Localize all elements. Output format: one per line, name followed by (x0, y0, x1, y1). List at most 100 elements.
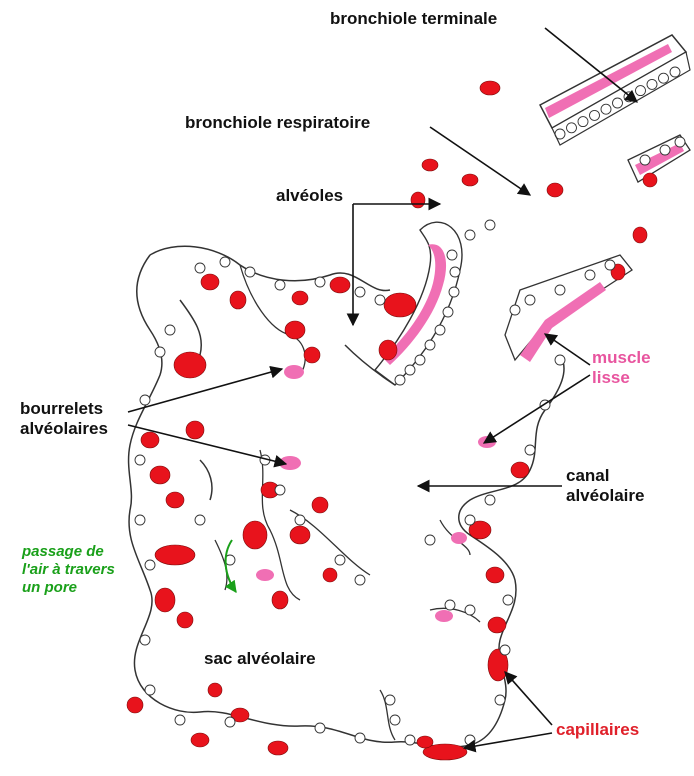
cell (355, 575, 365, 585)
capillary (177, 612, 193, 628)
capillary (480, 81, 500, 95)
cell (465, 515, 475, 525)
capillary (174, 352, 206, 378)
muscle-patch (284, 365, 304, 379)
cell (585, 270, 595, 280)
cell (245, 267, 255, 277)
label-sac-alveolaire: sac alvéolaire (204, 649, 316, 669)
cell (135, 515, 145, 525)
cell (140, 635, 150, 645)
muscle-patch (256, 569, 274, 581)
capillary (547, 183, 563, 197)
cell (155, 347, 165, 357)
label-bronchiole-respiratoire: bronchiole respiratoire (185, 113, 370, 133)
cell (145, 685, 155, 695)
capillary (330, 277, 350, 293)
cell (640, 155, 650, 165)
cell (525, 445, 535, 455)
capillary (230, 291, 246, 309)
capillary (312, 497, 328, 513)
cell (555, 355, 565, 365)
capillary (285, 321, 305, 339)
cell (660, 145, 670, 155)
cell (275, 485, 285, 495)
cell (165, 325, 175, 335)
cell (605, 260, 615, 270)
capillary (511, 462, 529, 478)
smooth-muscle-patches (256, 365, 496, 622)
cell (465, 735, 475, 745)
cell (495, 695, 505, 705)
capillary (304, 347, 320, 363)
capillary (379, 340, 397, 360)
cell (465, 230, 475, 240)
cell (220, 257, 230, 267)
cell (275, 280, 285, 290)
label-line: passage de (22, 543, 115, 561)
cell (405, 365, 415, 375)
cell (675, 137, 685, 147)
cell (375, 295, 385, 305)
cell (525, 295, 535, 305)
capillary (422, 159, 438, 171)
capillary (141, 432, 159, 448)
cell (385, 695, 395, 705)
cell (445, 600, 455, 610)
capillary (243, 521, 267, 549)
cell (435, 325, 445, 335)
capillary (155, 588, 175, 612)
label-line: muscle (592, 348, 651, 368)
cell (295, 515, 305, 525)
arrow-capillaires-lower (464, 733, 552, 748)
pore-airflow-arrow (226, 540, 236, 592)
capillary (486, 567, 504, 583)
capillary (272, 591, 288, 609)
capillary (462, 174, 478, 186)
capillary (290, 526, 310, 544)
capillary (186, 421, 204, 439)
cell (195, 515, 205, 525)
terminal-bronchiole (540, 35, 690, 145)
cell (335, 555, 345, 565)
cell (405, 735, 415, 745)
cell (450, 267, 460, 277)
cell (315, 277, 325, 287)
cell (140, 395, 150, 405)
capillary (323, 568, 337, 582)
arrow-capillaires-upper (505, 672, 552, 725)
cell (510, 305, 520, 315)
label-alveoles: alvéoles (276, 186, 343, 206)
label-bourrelets-alveolaires: bourrelets alvéolaires (20, 399, 108, 439)
arrow-respiratory-bronchiole (430, 127, 530, 195)
label-line: un pore (22, 579, 115, 597)
capillary (417, 736, 433, 748)
cell (395, 375, 405, 385)
capillary (411, 192, 425, 208)
cell (225, 717, 235, 727)
label-capillaires: capillaires (556, 720, 639, 740)
cell (500, 645, 510, 655)
capillary (155, 545, 195, 565)
cell (175, 715, 185, 725)
cell (195, 263, 205, 273)
capillary (268, 741, 288, 755)
label-line: lisse (592, 368, 651, 388)
arrow-bourrelets-upper (128, 369, 282, 412)
cell (390, 715, 400, 725)
label-line: bourrelets (20, 399, 108, 419)
label-line: alvéolaire (566, 486, 644, 506)
capillary (191, 733, 209, 747)
cell (355, 733, 365, 743)
label-canal-alveolaire: canal alvéolaire (566, 466, 644, 506)
cell (485, 495, 495, 505)
arrow-muscle-upper (545, 334, 590, 365)
muscle-patch (451, 532, 467, 544)
cell (425, 340, 435, 350)
label-line: l'air à travers (22, 561, 115, 579)
capillary (127, 697, 143, 713)
label-bronchiole-terminale: bronchiole terminale (330, 9, 497, 29)
capillary (633, 227, 647, 243)
capillary (208, 683, 222, 697)
cell (443, 307, 453, 317)
label-line: alvéolaires (20, 419, 108, 439)
